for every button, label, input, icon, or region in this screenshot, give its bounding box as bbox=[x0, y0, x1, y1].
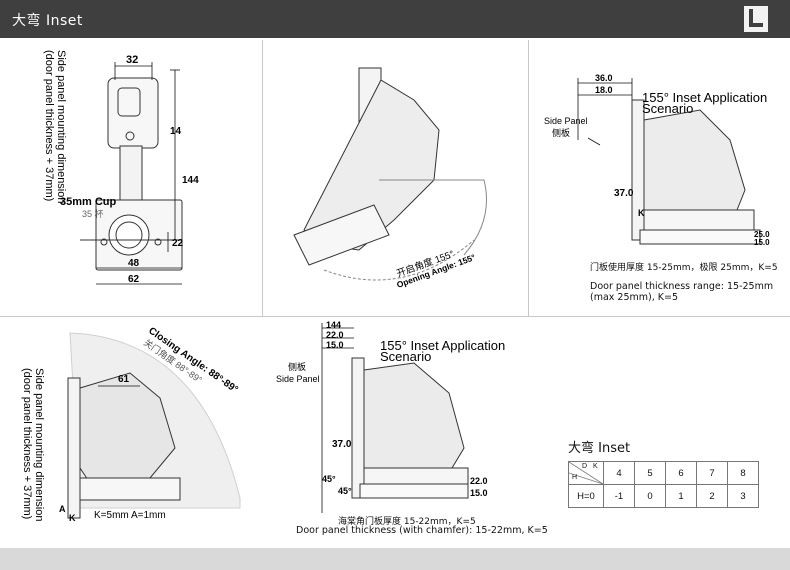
svg-text:Side panel mounting dimension: Side panel mounting dimension bbox=[55, 50, 67, 204]
dimension-label: 48 bbox=[128, 258, 140, 269]
dimension-label: 144 bbox=[326, 320, 341, 330]
dimension-label: 14 bbox=[170, 126, 182, 137]
table-row: H=0 -1 0 1 2 3 bbox=[568, 484, 759, 508]
thickness-caption-en: (max 25mm), K=5 bbox=[590, 292, 679, 303]
cup-label: 35mm Cup bbox=[60, 196, 117, 208]
dimension-label: 37.0 bbox=[614, 188, 634, 199]
table-cell: 5 bbox=[634, 461, 666, 485]
dimension-label: 61 bbox=[118, 374, 130, 385]
dimension-label: 22 bbox=[172, 238, 184, 249]
dimension-label: 22.0 bbox=[326, 330, 344, 340]
divider bbox=[528, 40, 529, 316]
panel-closing-view: Side panel mounting dimension (door pane… bbox=[21, 325, 241, 523]
scenario-title: Scenario bbox=[380, 349, 431, 364]
table-cell: 6 bbox=[665, 461, 697, 485]
k-h-table: D K H 4 5 6 7 8 H=0 -1 0 1 2 3 bbox=[568, 461, 759, 508]
side-panel-cn-label: 侧板 bbox=[552, 127, 570, 138]
table-cell: 0 bbox=[634, 484, 666, 508]
table-row: D K H 4 5 6 7 8 bbox=[568, 461, 759, 485]
scenario-title: 155° Inset Application bbox=[380, 338, 505, 353]
table-cell: 3 bbox=[727, 484, 759, 508]
vertical-label: Side panel mounting dimension (door pane… bbox=[43, 50, 67, 204]
panel-chamfer-scenario: 144 22.0 15.0 155° Inset Application Sce… bbox=[276, 320, 505, 513]
side-panel-label: Side Panel bbox=[276, 374, 320, 384]
divider bbox=[0, 316, 790, 317]
dimension-label: 18.0 bbox=[595, 85, 613, 95]
svg-text:Side panel mounting dimension: Side panel mounting dimension bbox=[33, 368, 45, 522]
panel-front-view: Side panel mounting dimension (door pane… bbox=[43, 50, 199, 285]
table-cell: 7 bbox=[696, 461, 728, 485]
dimension-label: 22.0 bbox=[470, 476, 488, 486]
cup-cn-label: 35 杯 bbox=[82, 208, 104, 219]
dimension-label: 15.0 bbox=[326, 340, 344, 350]
dimension-label: 15.0 bbox=[470, 488, 488, 498]
dimension-label: 37.0 bbox=[332, 439, 352, 450]
panel-opening-view: 开启角度 155° Opening Angle: 155° bbox=[293, 67, 487, 290]
dimension-label: 15.0 bbox=[754, 238, 770, 247]
table-cell: 8 bbox=[727, 461, 759, 485]
corner-h-label: H bbox=[572, 474, 578, 481]
k-label: K bbox=[638, 208, 645, 218]
brand-logo-icon bbox=[744, 6, 768, 32]
corner-k-label: K bbox=[593, 463, 598, 470]
diagonal-lines bbox=[569, 462, 603, 484]
table-cell: H=0 bbox=[568, 484, 604, 508]
scenario-title: Scenario bbox=[642, 101, 693, 116]
scenario-title: 155° Inset Application bbox=[642, 90, 767, 105]
legend-title: 大弯 Inset bbox=[568, 441, 631, 456]
dimension-label: 144 bbox=[182, 175, 199, 186]
k-a-caption: K=5mm A=1mm bbox=[94, 510, 166, 521]
k-label: K bbox=[69, 513, 76, 523]
a-label: A bbox=[59, 504, 66, 514]
page-title: 大弯 Inset bbox=[12, 13, 83, 29]
svg-text:(door panel thickness + 37mm): (door panel thickness + 37mm) bbox=[43, 50, 55, 201]
angle-label: 45° bbox=[338, 486, 352, 496]
table-cell: 4 bbox=[603, 461, 635, 485]
thickness-caption-cn: 门板使用厚度 15-25mm，极限 25mm，K=5 bbox=[590, 263, 778, 273]
side-panel-cn-label: 侧板 bbox=[288, 361, 306, 372]
table-corner-cell: D K H bbox=[568, 461, 604, 485]
dimension-label: 36.0 bbox=[595, 73, 613, 83]
side-panel-label: Side Panel bbox=[544, 116, 588, 126]
dimension-label: 32 bbox=[126, 54, 138, 66]
svg-text:(door panel thickness + 37mm): (door panel thickness + 37mm) bbox=[21, 368, 33, 519]
chamfer-caption-cn: 海棠角门板厚度 15-22mm，K=5 bbox=[338, 517, 476, 527]
table-cell: -1 bbox=[603, 484, 635, 508]
chamfer-caption-en: Door panel thickness (with chamfer): 15-… bbox=[296, 525, 548, 536]
header-bar: 大弯 Inset bbox=[0, 0, 790, 38]
panel-inset-scenario: 155° Inset Application Scenario 36.0 18.… bbox=[544, 73, 770, 247]
corner-d-label: D bbox=[582, 463, 588, 470]
angle-label: 45° bbox=[322, 474, 336, 484]
dimension-label: 62 bbox=[128, 274, 140, 285]
dimension-label: 25.0 bbox=[754, 230, 770, 239]
table-cell: 2 bbox=[696, 484, 728, 508]
footer-strip bbox=[0, 548, 790, 570]
thickness-caption-en: Door panel thickness range: 15-25mm bbox=[590, 281, 774, 292]
vertical-label: Side panel mounting dimension (door pane… bbox=[21, 368, 45, 522]
divider bbox=[262, 40, 263, 316]
table-cell: 1 bbox=[665, 484, 697, 508]
